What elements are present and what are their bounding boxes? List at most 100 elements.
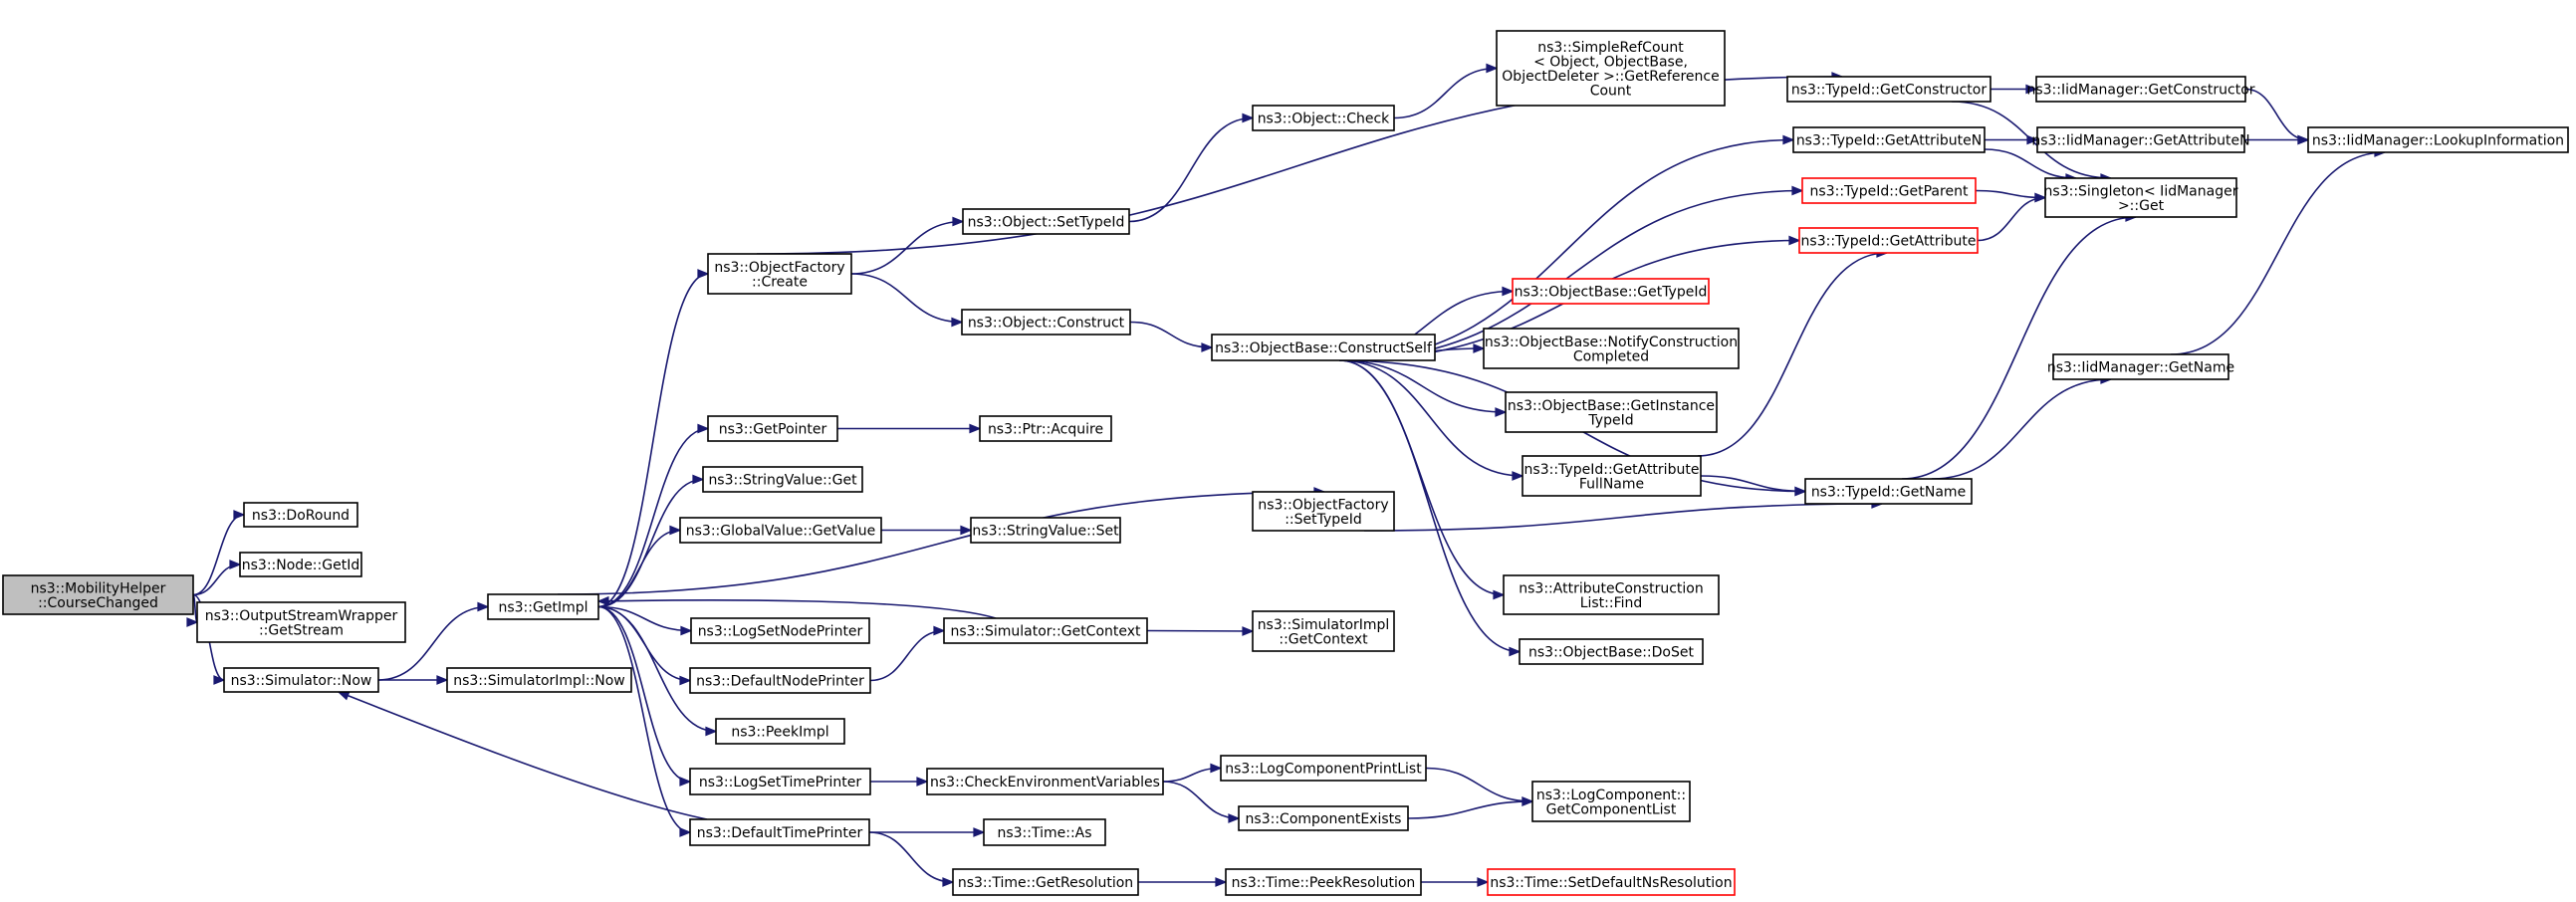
node-tidgetparent[interactable]: ns3::TypeId::GetParent: [1801, 177, 1977, 204]
arrowhead: [186, 617, 199, 627]
node-compexists[interactable]: ns3::ComponentExists: [1238, 805, 1409, 831]
node-getpointer[interactable]: ns3::GetPointer: [707, 415, 838, 442]
node-peekimpl[interactable]: ns3::PeekImpl: [715, 718, 845, 745]
arrowhead: [1473, 343, 1486, 353]
node-label: ::Create: [752, 274, 808, 290]
node-label: ns3::IidManager::GetAttributeN: [2031, 133, 2249, 149]
node-label: ns3::Object::SetTypeId: [968, 215, 1125, 231]
node-label: ns3::DefaultTimePrinter: [697, 825, 863, 841]
node-label: ns3::Object::Construct: [968, 316, 1125, 332]
node-singletonget[interactable]: ns3::Singleton< IidManager >::Get: [2044, 177, 2238, 218]
call-edge: [1128, 116, 1254, 223]
arrowhead: [229, 560, 242, 569]
node-root[interactable]: ns3::MobilityHelper::CourseChanged: [2, 574, 194, 615]
node-doround[interactable]: ns3::DoRound: [243, 502, 358, 528]
node-box: [1483, 328, 1740, 369]
node-timegetres[interactable]: ns3::Time::GetResolution: [952, 868, 1139, 896]
node-box: [983, 818, 1106, 846]
call-edge: [597, 599, 997, 619]
node-box: [1531, 781, 1691, 822]
node-tidgetattr[interactable]: ns3::TypeId::GetAttribute: [1798, 227, 1979, 254]
node-iidlookup[interactable]: ns3::IidManager::LookupInformation: [2307, 126, 2569, 153]
node-iidgetctor[interactable]: ns3::IidManager::GetConstructor: [2026, 76, 2255, 103]
arrowhead: [916, 777, 929, 787]
call-edge: [1338, 359, 1505, 596]
node-label: ns3::TypeId::GetConstructor: [1791, 83, 1987, 99]
node-logcompget[interactable]: ns3::LogComponent::GetComponentList: [1531, 781, 1691, 822]
node-label: ns3::TypeId::GetAttribute: [1801, 234, 1977, 250]
node-svset[interactable]: ns3::StringValue::Set: [970, 517, 1121, 544]
node-objsettypeid[interactable]: ns3::Object::SetTypeId: [962, 208, 1130, 235]
node-iidgetname[interactable]: ns3::IidManager::GetName: [2047, 353, 2234, 380]
node-simnow[interactable]: ns3::Simulator::Now: [223, 667, 379, 693]
node-objcheck[interactable]: ns3::Object::Check: [1252, 105, 1395, 131]
arrowhead: [692, 474, 705, 485]
node-checkenv[interactable]: ns3::CheckEnvironmentVariables: [926, 768, 1164, 795]
node-logsettime[interactable]: ns3::LogSetTimePrinter: [689, 768, 871, 795]
node-osw[interactable]: ns3::OutputStreamWrapper::GetStream: [196, 601, 406, 643]
node-svget[interactable]: ns3::StringValue::Get: [702, 466, 863, 493]
node-box: [2, 574, 194, 615]
node-timesetdef[interactable]: ns3::Time::SetDefaultNsResolution: [1487, 868, 1736, 896]
call-edge: [1425, 767, 1533, 802]
node-label: ns3::IidManager::LookupInformation: [2312, 133, 2564, 149]
node-box: [2036, 126, 2245, 153]
node-simimplnow[interactable]: ns3::SimulatorImpl::Now: [446, 667, 632, 693]
node-deftime[interactable]: ns3::DefaultTimePrinter: [689, 818, 870, 846]
node-obdoset[interactable]: ns3::ObjectBase::DoSet: [1519, 638, 1704, 665]
arrowhead: [436, 675, 449, 685]
node-simimplgetctx[interactable]: ns3::SimulatorImpl::GetContext: [1252, 610, 1395, 652]
node-logcompprint[interactable]: ns3::LogComponentPrintList: [1220, 755, 1427, 782]
node-box: [679, 517, 882, 544]
node-box: [1503, 574, 1720, 615]
node-gvgetvalue[interactable]: ns3::GlobalValue::GetValue: [679, 517, 882, 544]
node-label: ns3::MobilityHelper: [31, 580, 166, 596]
call-edge: [192, 564, 241, 596]
node-getimpl[interactable]: ns3::GetImpl: [487, 593, 599, 620]
node-label: ns3::Singleton< IidManager: [2044, 183, 2238, 199]
node-label: ::SetTypeId: [1285, 512, 1362, 528]
node-obconstructself[interactable]: ns3::ObjectBase::ConstructSelf: [1211, 334, 1436, 361]
arrowhead: [1495, 407, 1508, 417]
node-defnode[interactable]: ns3::DefaultNodePrinter: [689, 667, 871, 694]
node-tidgetname[interactable]: ns3::TypeId::GetName: [1804, 478, 1973, 505]
node-timeas[interactable]: ns3::Time::As: [983, 818, 1106, 846]
node-nodegetid[interactable]: ns3::Node::GetId: [239, 552, 362, 577]
node-srcget[interactable]: ns3::SimpleRefCount< Object, ObjectBase,…: [1496, 30, 1726, 107]
node-ptracquire[interactable]: ns3::Ptr::Acquire: [979, 415, 1112, 442]
node-tidgetctor[interactable]: ns3::TypeId::GetConstructor: [1786, 76, 1991, 103]
node-label: < Object, ObjectBase,: [1533, 54, 1688, 70]
node-box: [1804, 478, 1973, 505]
node-simgetctx[interactable]: ns3::Simulator::GetContext: [943, 617, 1148, 644]
call-edge: [1901, 216, 2137, 480]
node-ofcreate[interactable]: ns3::ObjectFactory::Create: [707, 253, 852, 295]
node-obnotify[interactable]: ns3::ObjectBase::NotifyConstructionCompl…: [1483, 328, 1740, 369]
call-edge: [1162, 781, 1240, 819]
arrowhead: [933, 625, 946, 636]
node-logsetnode[interactable]: ns3::LogSetNodePrinter: [690, 617, 870, 644]
call-edge: [597, 273, 709, 608]
call-edge: [1338, 138, 1794, 361]
call-edge: [1129, 321, 1213, 348]
node-box: [2044, 177, 2237, 218]
node-ofsettypeid[interactable]: ns3::ObjectFactory::SetTypeId: [1252, 491, 1395, 532]
node-label: ns3::GlobalValue::GetValue: [686, 524, 875, 540]
node-objconstruct[interactable]: ns3::Object::Construct: [961, 309, 1131, 336]
call-edge: [1977, 196, 2046, 242]
arrowhead: [1210, 763, 1223, 774]
node-label: ns3::StringValue::Get: [708, 473, 857, 489]
node-obgettypeid[interactable]: ns3::ObjectBase::GetTypeId: [1512, 278, 1710, 305]
call-edge: [1700, 475, 1806, 493]
node-iidgetattrn[interactable]: ns3::IidManager::GetAttributeN: [2031, 126, 2250, 153]
node-box: [1238, 805, 1409, 831]
call-edge: [597, 605, 691, 783]
node-timepeekres[interactable]: ns3::Time::PeekResolution: [1225, 868, 1422, 896]
node-box: [1522, 455, 1702, 497]
node-tidgetattrn[interactable]: ns3::TypeId::GetAttributeN: [1792, 126, 1986, 153]
arrowhead: [679, 675, 692, 686]
arrowhead: [1791, 185, 1804, 196]
node-label: ns3::ObjectBase::DoSet: [1528, 645, 1694, 661]
